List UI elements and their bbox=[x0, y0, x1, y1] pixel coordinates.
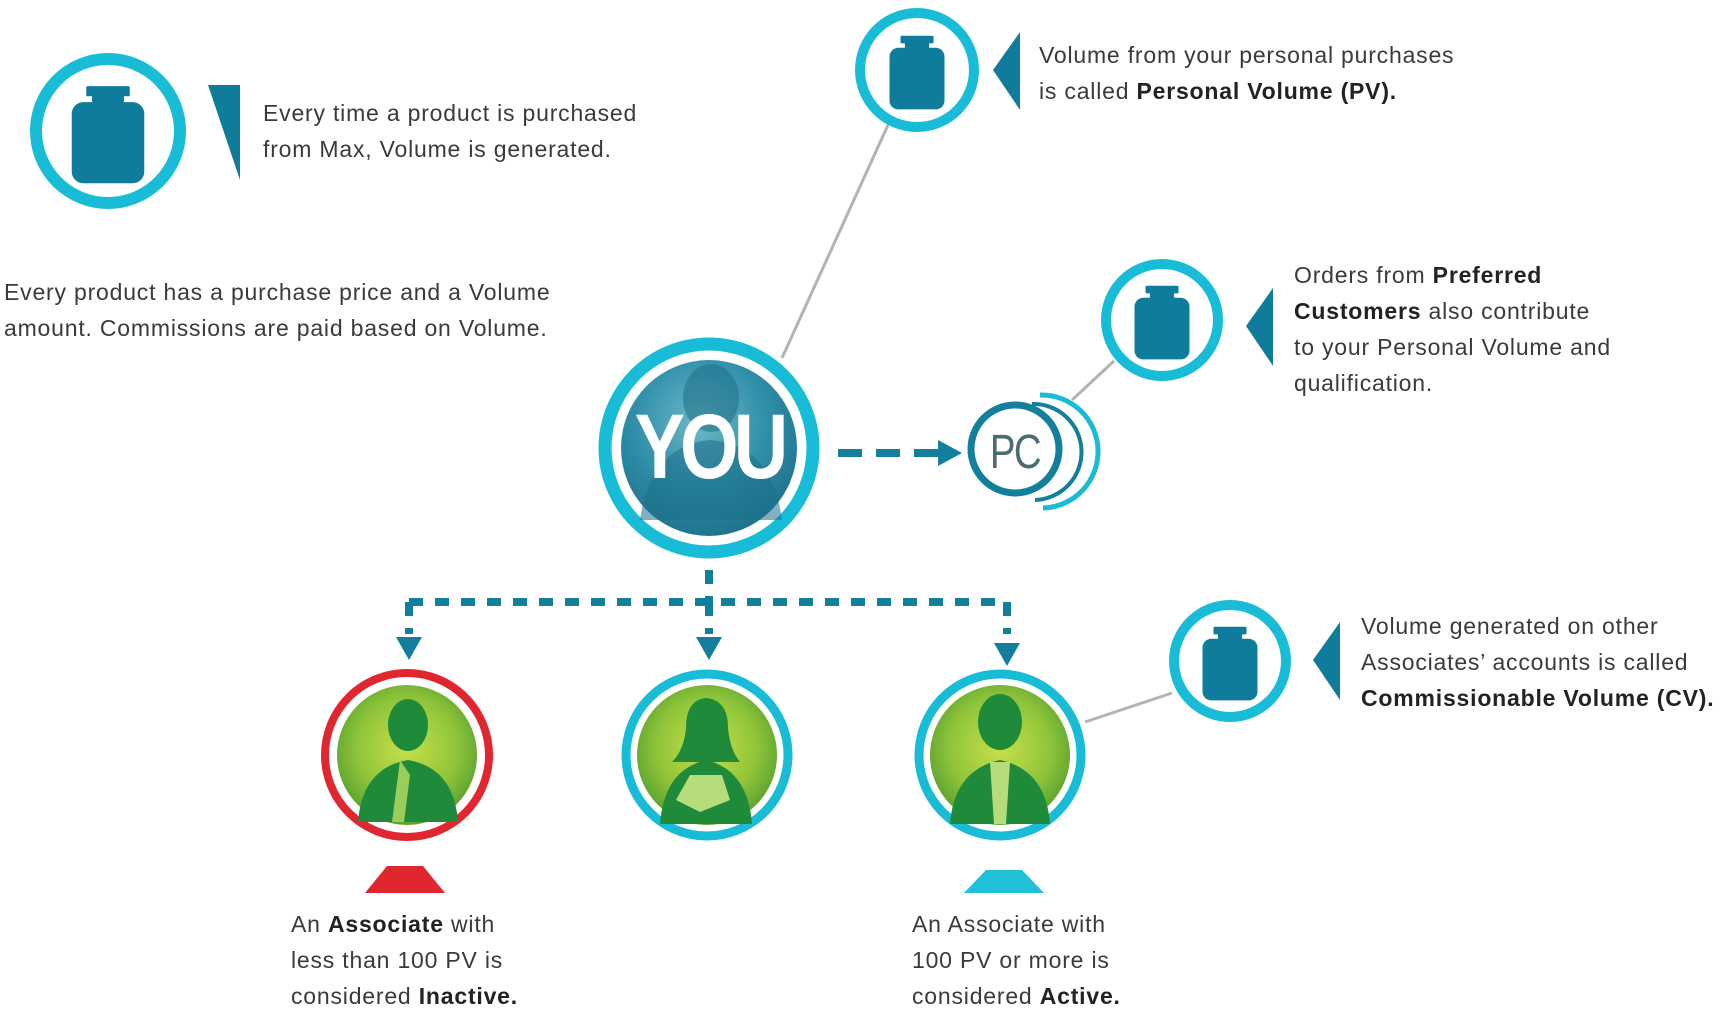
cv-line-1: Volume generated on other bbox=[1361, 613, 1659, 639]
person-silhouette-icon bbox=[640, 364, 782, 520]
pc-line-2: Customers also contribute bbox=[1294, 293, 1611, 329]
cv-bottle-node bbox=[1169, 600, 1291, 722]
price-line-1: Every product has a purchase price and a… bbox=[4, 279, 551, 305]
active-line-3-pre: considered bbox=[912, 983, 1040, 1009]
active-marker-icon bbox=[964, 870, 1044, 893]
pc-line-4: qualification. bbox=[1294, 370, 1434, 396]
pc-term-1: Preferred bbox=[1432, 262, 1543, 288]
arrow-head-icon bbox=[696, 637, 722, 660]
intro-note: Every time a product is purchased from M… bbox=[263, 95, 637, 167]
price-line-2: amount. Commissions are paid based on Vo… bbox=[4, 315, 548, 341]
inactive-line-3: considered Inactive. bbox=[291, 978, 518, 1014]
inactive-line-2: less than 100 PV is bbox=[291, 947, 504, 973]
pv-note: Volume from your personal purchases is c… bbox=[1039, 37, 1454, 109]
pc-line-3: to your Personal Volume and bbox=[1294, 334, 1611, 360]
pv-line-2-text: is called bbox=[1039, 78, 1137, 104]
inactive-line-3-pre: considered bbox=[291, 983, 419, 1009]
left-pointer-triangle-icon bbox=[1313, 622, 1340, 700]
pv-term: Personal Volume (PV). bbox=[1136, 78, 1397, 104]
price-note: Every product has a purchase price and a… bbox=[4, 274, 550, 346]
inactive-note: An Associate with less than 100 PV is co… bbox=[291, 906, 518, 1014]
pc-line-1-text: Orders from bbox=[1294, 262, 1433, 288]
left-pointer-triangle-icon bbox=[1246, 288, 1273, 366]
cv-note: Volume generated on other Associates’ ac… bbox=[1361, 608, 1714, 716]
pc-bottle-node bbox=[1101, 259, 1223, 381]
active-line-3: considered Active. bbox=[912, 978, 1121, 1014]
intro-bottle-node bbox=[30, 53, 186, 209]
you-label: YOU bbox=[635, 395, 784, 498]
active-note: An Associate with 100 PV or more is cons… bbox=[912, 906, 1121, 1014]
pc-line-2-text: also contribute bbox=[1421, 298, 1591, 324]
pc-node: PC bbox=[967, 392, 1101, 511]
cv-line-2: Associates’ accounts is called bbox=[1361, 649, 1689, 675]
active-term: Active. bbox=[1039, 983, 1121, 1009]
intro-line-1: Every time a product is purchased bbox=[263, 100, 638, 126]
pv-line-2: is called Personal Volume (PV). bbox=[1039, 73, 1454, 109]
intro-line-2: from Max, Volume is generated. bbox=[263, 136, 612, 162]
active-line-1: An Associate with bbox=[912, 911, 1106, 937]
left-pointer-triangle-icon bbox=[993, 32, 1020, 110]
pc-line-1: Orders from Preferred bbox=[1294, 257, 1611, 293]
arrow-head-icon bbox=[938, 440, 962, 466]
arrow-head-icon bbox=[994, 643, 1020, 666]
pc-label: PC bbox=[990, 426, 1041, 479]
you-node: YOU bbox=[598, 337, 820, 559]
inactive-term: Inactive. bbox=[418, 983, 518, 1009]
cv-term: Commissionable Volume (CV). bbox=[1361, 685, 1715, 711]
person-silhouette-icon bbox=[358, 699, 458, 822]
active-associate-node bbox=[914, 669, 1086, 841]
pv-line-1: Volume from your personal purchases bbox=[1039, 42, 1455, 68]
inactive-associate-node bbox=[321, 669, 493, 841]
active-to-cv-line bbox=[1084, 691, 1173, 724]
pv-bottle-node bbox=[855, 8, 979, 132]
pc-term-2: Customers bbox=[1294, 298, 1422, 324]
arrow-head-icon bbox=[396, 637, 422, 660]
cv-line-3: Commissionable Volume (CV). bbox=[1361, 680, 1714, 716]
middle-associate-node bbox=[621, 669, 793, 841]
you-to-pv-line bbox=[780, 124, 890, 359]
person-silhouette-icon bbox=[950, 694, 1050, 824]
inactive-line-1-pre: An bbox=[291, 911, 328, 937]
associate-term: Associate bbox=[327, 911, 444, 937]
pc-note: Orders from Preferred Customers also con… bbox=[1294, 257, 1611, 401]
downline-dashed-connectors bbox=[405, 570, 1011, 634]
inactive-marker-icon bbox=[365, 866, 445, 893]
active-line-2: 100 PV or more is bbox=[912, 947, 1110, 973]
inactive-line-1-post: with bbox=[443, 911, 496, 937]
inactive-line-1: An Associate with bbox=[291, 906, 518, 942]
pc-to-bottle-line bbox=[1070, 359, 1116, 402]
left-pointer-triangle-icon bbox=[208, 85, 240, 180]
person-silhouette-icon bbox=[660, 698, 752, 824]
